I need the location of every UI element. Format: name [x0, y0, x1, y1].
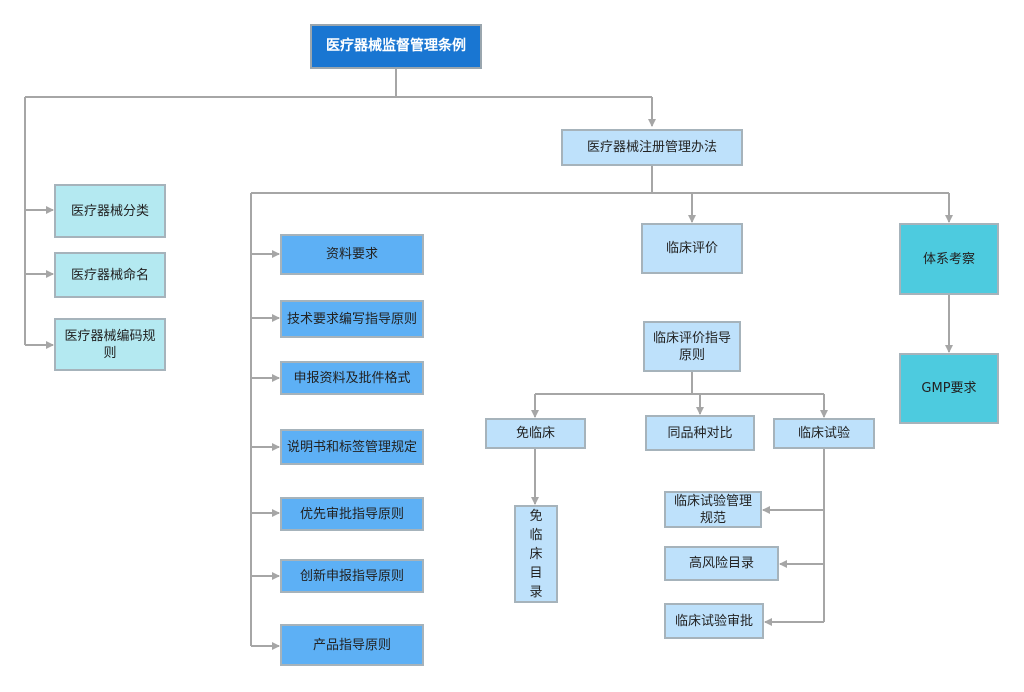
- registration-node[interactable]: 医疗器械注册管理办法: [561, 129, 743, 166]
- coding-rules-node[interactable]: 医疗器械编码规则: [54, 318, 166, 371]
- product-guideline-node[interactable]: 产品指导原则: [280, 624, 424, 666]
- label-management-node[interactable]: 说明书和标签管理规定: [280, 429, 424, 465]
- tech-requirements-guideline-node[interactable]: 技术要求编写指导原则: [280, 300, 424, 338]
- gcp-node[interactable]: 临床试验管理规范: [664, 491, 762, 528]
- submission-format-node[interactable]: 申报资料及批件格式: [280, 361, 424, 395]
- clinical-trial-node[interactable]: 临床试验: [773, 418, 875, 449]
- priority-approval-node[interactable]: 优先审批指导原则: [280, 497, 424, 531]
- exempt-clinical-node[interactable]: 免临床: [485, 418, 586, 449]
- root-node[interactable]: 医疗器械监督管理条例: [310, 24, 482, 69]
- high-risk-list-node[interactable]: 高风险目录: [664, 546, 779, 581]
- data-requirements-node[interactable]: 资料要求: [280, 234, 424, 275]
- comparison-node[interactable]: 同品种对比: [645, 415, 755, 451]
- trial-approval-node[interactable]: 临床试验审批: [664, 603, 764, 639]
- clinical-guideline-node[interactable]: 临床评价指导原则: [643, 321, 741, 372]
- exempt-list-node[interactable]: 免临床目录: [514, 505, 558, 603]
- naming-node[interactable]: 医疗器械命名: [54, 252, 166, 298]
- gmp-requirements-node[interactable]: GMP要求: [899, 353, 999, 424]
- innovation-application-node[interactable]: 创新申报指导原则: [280, 559, 424, 593]
- clinical-evaluation-node[interactable]: 临床评价: [641, 223, 743, 274]
- system-review-node[interactable]: 体系考察: [899, 223, 999, 295]
- classification-node[interactable]: 医疗器械分类: [54, 184, 166, 238]
